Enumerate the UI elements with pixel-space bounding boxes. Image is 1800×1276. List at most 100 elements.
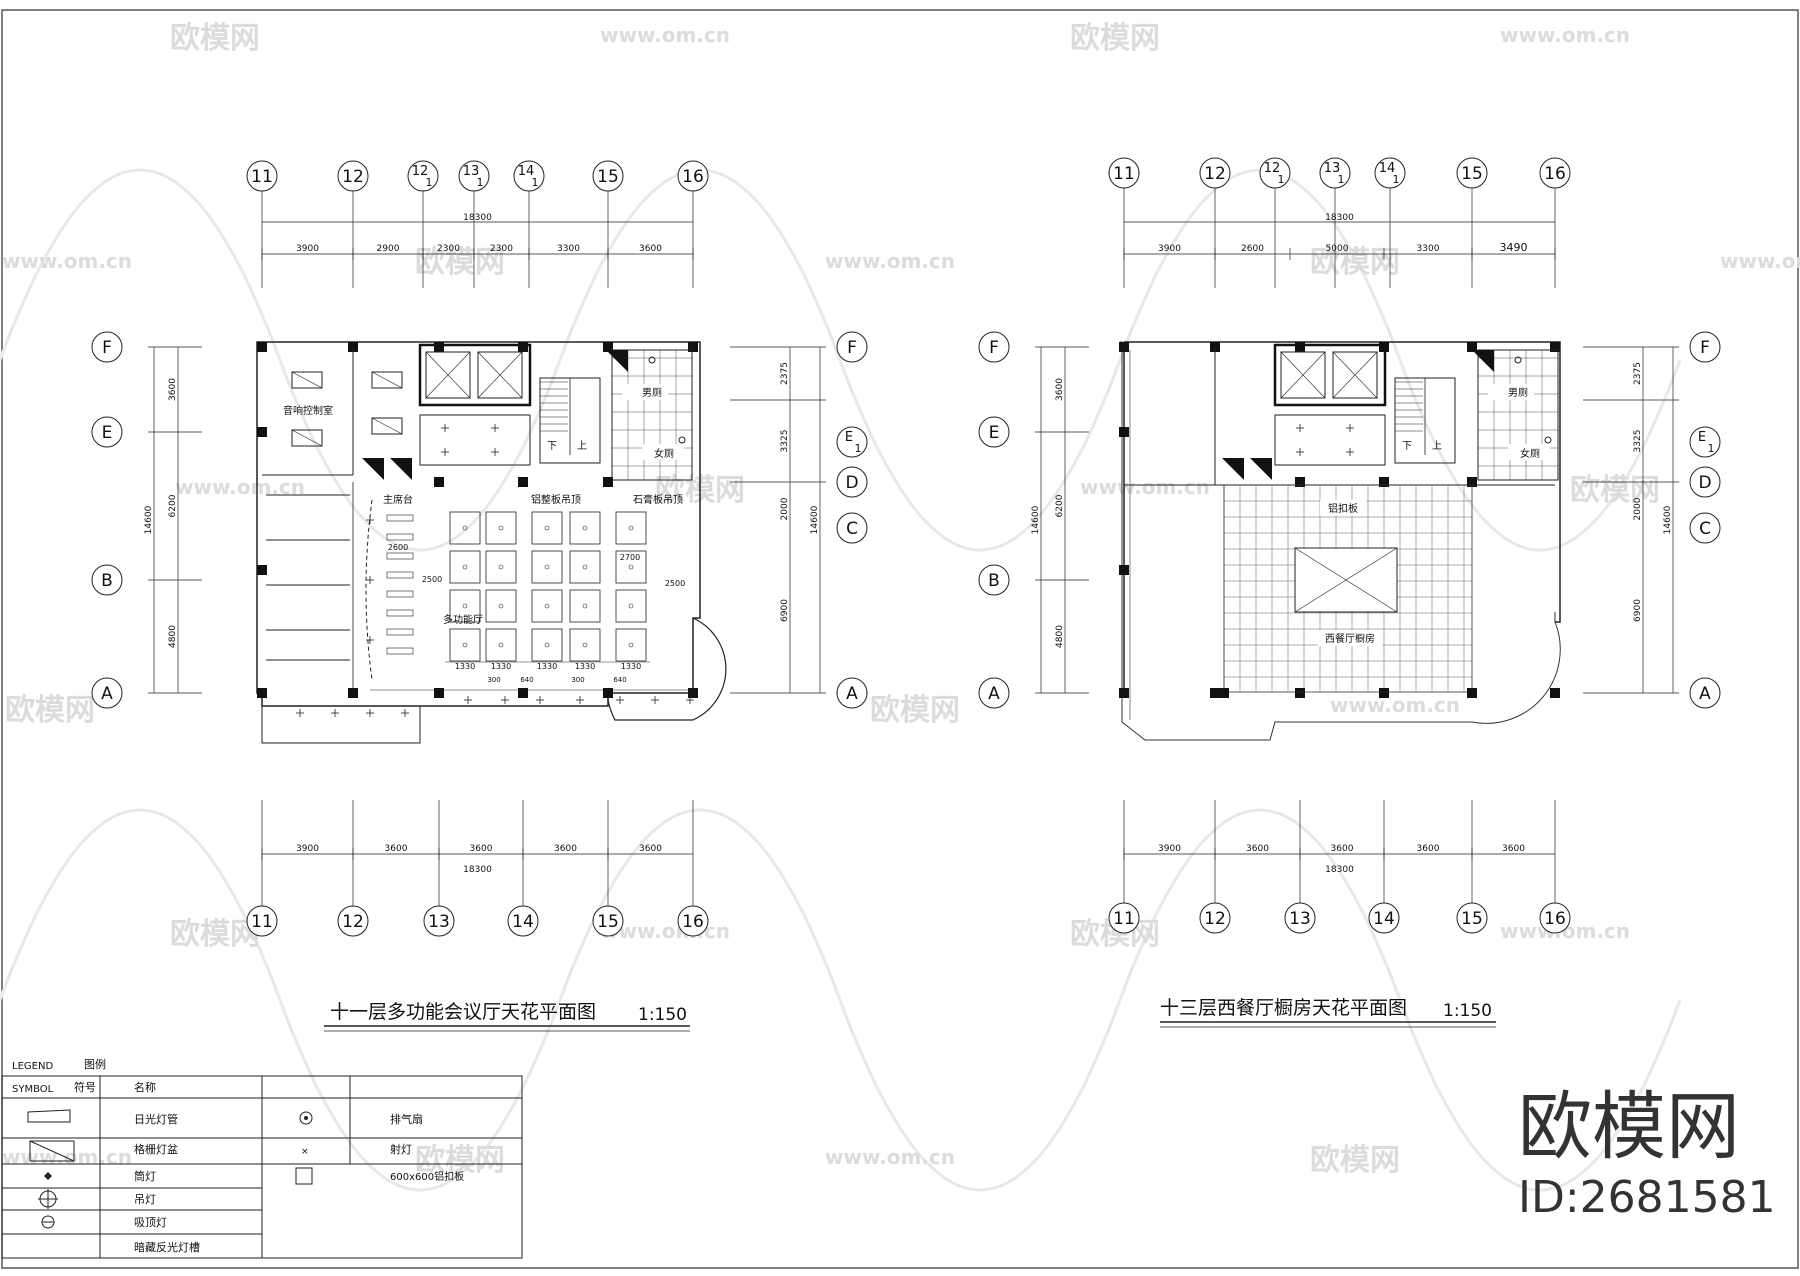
- axis-bubble-left-label: B: [101, 571, 113, 591]
- ceiling-panel: [531, 628, 563, 662]
- ceiling-panel: [485, 511, 517, 545]
- column: [1379, 688, 1389, 698]
- axis-bubble-top-label: 16: [682, 167, 704, 187]
- ceiling-panel: [449, 550, 481, 584]
- watermark-brand: 欧模网: [170, 21, 260, 56]
- column: [257, 565, 267, 575]
- column: [603, 688, 613, 698]
- axis-bubble-bottom-label: 16: [682, 912, 704, 932]
- ceiling-panel: [569, 550, 601, 584]
- elevator-x: [1332, 351, 1378, 399]
- elevator-x: [477, 351, 523, 399]
- womens-room-label: 女厕: [1520, 447, 1540, 460]
- axis-bubble-top-sub: 1: [477, 176, 484, 189]
- linear-light: [386, 628, 414, 636]
- column: [434, 688, 444, 698]
- downlight-icon: [544, 642, 550, 648]
- left-title-block: 十一层多功能会议厅天花平面图 1:150: [324, 1001, 690, 1032]
- stair-down-label: 下: [547, 441, 557, 452]
- dim-bottom: 3600: [470, 844, 493, 854]
- downlight-icon: [498, 642, 504, 648]
- watermark-brand: 欧模网: [415, 245, 505, 280]
- dim-bottom: 3900: [296, 844, 319, 854]
- downlight-icon: [544, 603, 550, 609]
- spotlight-icon: ×: [301, 1147, 309, 1157]
- column: [688, 688, 698, 698]
- downlight-icon: [544, 525, 550, 531]
- dim-bottom: 3600: [639, 844, 662, 854]
- axis-bubble-top-label: 12: [1204, 164, 1226, 184]
- ceiling-panel: [615, 589, 647, 623]
- grille-lamp: [371, 371, 403, 389]
- column: [348, 688, 358, 698]
- column: [1550, 688, 1560, 698]
- dim-misc: 640: [520, 676, 533, 684]
- dim-bottom: 3600: [554, 844, 577, 854]
- ceiling-panel: [615, 550, 647, 584]
- balcony: [261, 706, 421, 744]
- exhaust-fan-icon: [1544, 436, 1552, 444]
- dim-right-total: 14600: [810, 505, 820, 534]
- outer-slab: [1120, 341, 1561, 741]
- downlight-icon: [628, 564, 634, 570]
- downlight-icon: [582, 564, 588, 570]
- dim-left-total: 14600: [1031, 505, 1041, 534]
- watermark-brand: 欧模网: [1310, 245, 1400, 280]
- dim-total-bottom: 18300: [1325, 865, 1354, 875]
- watermark-brand: 欧模网: [1570, 473, 1660, 508]
- ceiling-panel: [485, 589, 517, 623]
- column: [518, 688, 528, 698]
- legend-name-header: 名称: [134, 1080, 156, 1094]
- watermark-site: www.om.cn: [1500, 23, 1630, 47]
- downlight-icon: [498, 525, 504, 531]
- column: [518, 342, 528, 352]
- mens-room-label: 男厕: [642, 387, 662, 399]
- dim-right: 2000: [780, 497, 790, 520]
- exhaust-fan-icon: [299, 1111, 313, 1125]
- axis-bubble-top-label: 11: [251, 167, 273, 187]
- axis-bubble-right-sub: 1: [1708, 442, 1715, 455]
- axis-bubble-right-label: C: [846, 519, 858, 539]
- watermark-brand: 欧模网: [5, 693, 95, 728]
- exhaust-fan-icon: [678, 436, 686, 444]
- ceiling-panel: [449, 511, 481, 545]
- axis-bubble-left: [91, 331, 123, 363]
- dim-left-total: 14600: [144, 505, 154, 534]
- downlight-icon: [462, 642, 468, 648]
- dim-right: 2000: [1633, 497, 1643, 520]
- axis-bubble-right: [1689, 426, 1721, 458]
- column: [1119, 688, 1129, 698]
- linear-light: [386, 647, 414, 655]
- column: [257, 342, 267, 352]
- downlight-icon: [628, 603, 634, 609]
- dim-right: 2375: [1633, 362, 1643, 385]
- column: [434, 477, 444, 487]
- gypsum-ceiling-label: 石膏板吊顶: [633, 493, 683, 506]
- aluminum-panel-label: 铝扣板: [1328, 502, 1358, 515]
- dim-left: 4800: [1055, 625, 1065, 648]
- ceiling-panel: [449, 628, 481, 662]
- ceiling-panel: [569, 628, 601, 662]
- left-plan-title: 十一层多功能会议厅天花平面图: [330, 1001, 596, 1023]
- axis-bubble-bottom-label: 16: [1544, 909, 1566, 929]
- dim-bottom: 3900: [1158, 844, 1181, 854]
- watermark-brand: 欧模网: [170, 917, 260, 952]
- watermark-site: www.om.cn: [1080, 475, 1210, 499]
- elevator-car: [1332, 351, 1378, 399]
- label-bg: [622, 384, 668, 400]
- elevator-x: [425, 351, 471, 399]
- legend-item: 吸顶灯: [134, 1216, 167, 1229]
- watermark-site: www.om.cn: [600, 23, 730, 47]
- dim-misc: 2700: [620, 553, 640, 562]
- axis-bubble-top-label: 14: [518, 164, 535, 179]
- watermark-site-group: www.om.cn www.om.cn www.om.cn www.om.cn …: [2, 23, 1800, 1169]
- dim-left: 3600: [1055, 378, 1065, 401]
- grille-lamp-icon: [29, 1140, 75, 1162]
- hall-label: 多功能厅: [443, 613, 483, 626]
- toilet-block: [611, 349, 693, 481]
- legend-symbol-header: SYMBOL: [12, 1084, 54, 1095]
- grille-lamp: [371, 417, 403, 435]
- dim-right: 2375: [780, 362, 790, 385]
